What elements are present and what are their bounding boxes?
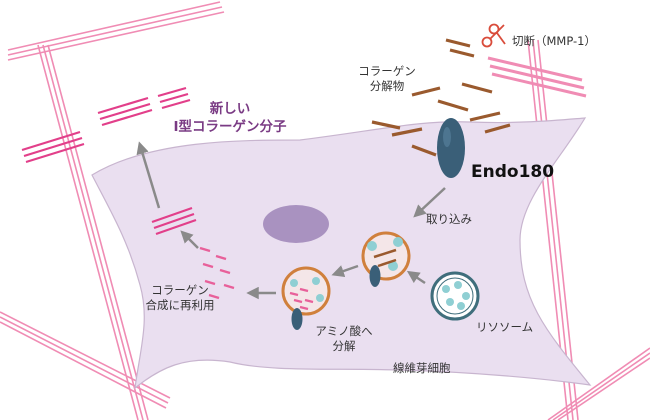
new-collagen-in-cell — [151, 206, 197, 236]
collagen-fragments — [371, 82, 511, 157]
nucleus — [263, 205, 329, 243]
endosome-vesicle — [361, 231, 411, 287]
fibroblast-label: 線維芽細胞 — [393, 361, 451, 375]
amino-acid-fragments — [199, 246, 235, 300]
collagen-fiber-bottom-left — [0, 311, 171, 409]
amino-acid-label: アミノ酸へ 分解 — [315, 324, 373, 353]
endo180-label: Endo180 — [471, 162, 555, 182]
uptake-arrow — [413, 187, 446, 218]
collagen-fiber-bottom-right — [547, 347, 650, 420]
collagen-fiber-left-vertical — [37, 44, 149, 420]
collagen-fiber-right-top — [487, 56, 587, 98]
new-collagen-fiber — [21, 86, 191, 164]
cleaved-fragments-top — [445, 38, 475, 58]
lysosome — [430, 271, 480, 321]
lysosome-label: リソソーム — [476, 320, 534, 334]
secretion-arrow — [136, 141, 161, 209]
degradation-vesicle — [281, 266, 331, 330]
cleavage-label: 切断（MMP-1） — [512, 34, 596, 48]
endo180-receptor — [437, 118, 465, 178]
uptake-label: 取り込み — [426, 212, 472, 226]
fragments-label: コラーゲン 分解物 — [358, 64, 416, 93]
synthesis-arrow — [180, 230, 199, 249]
transport-arrow — [331, 264, 359, 278]
fusion-arrow — [406, 270, 426, 285]
scissors-icon — [481, 23, 506, 48]
new-collagen-label: 新しい I型コラーゲン分子 — [173, 101, 287, 135]
reuse-label: コラーゲン 合成に再利用 — [145, 283, 215, 312]
